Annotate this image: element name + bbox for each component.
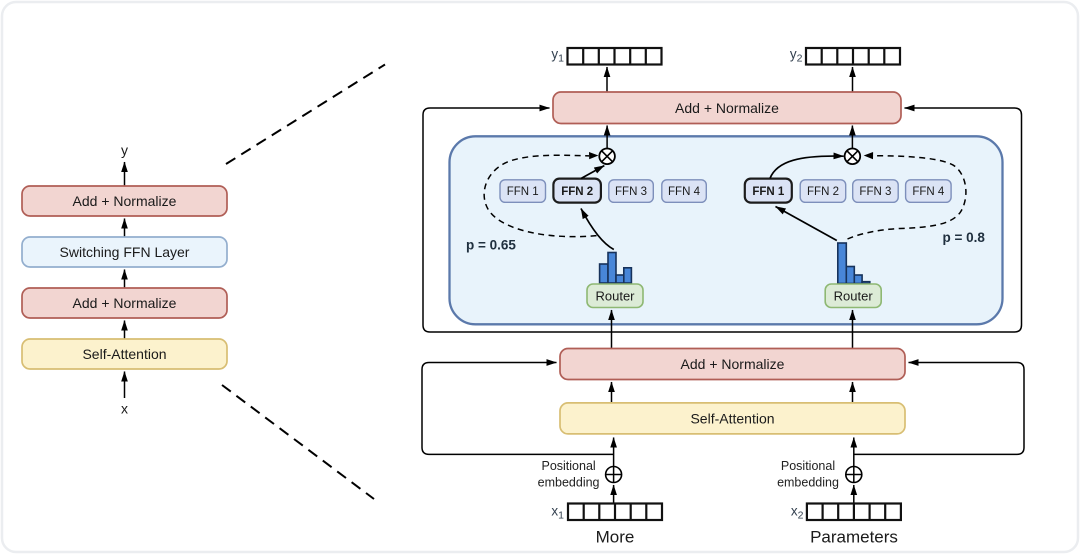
svg-text:embedding: embedding (777, 476, 839, 490)
svg-text:Switching FFN Layer: Switching FFN Layer (60, 244, 190, 260)
svg-text:FFN 1: FFN 1 (752, 186, 785, 198)
svg-text:FFN 4: FFN 4 (668, 186, 701, 198)
svg-text:Positional: Positional (781, 459, 835, 473)
svg-text:Add + Normalize: Add + Normalize (681, 356, 785, 372)
svg-text:Router: Router (595, 289, 635, 304)
svg-text:Positional: Positional (541, 459, 595, 473)
svg-text:FFN 3: FFN 3 (859, 186, 891, 198)
svg-text:y: y (121, 142, 128, 158)
svg-text:p = 0.8: p = 0.8 (943, 230, 986, 245)
svg-text:embedding: embedding (538, 476, 600, 490)
svg-text:FFN 4: FFN 4 (912, 186, 945, 198)
svg-text:Self-Attention: Self-Attention (82, 346, 166, 362)
svg-text:x: x (121, 401, 128, 417)
svg-text:Self-Attention: Self-Attention (690, 410, 774, 426)
svg-text:FFN 3: FFN 3 (615, 186, 647, 198)
svg-text:FFN 1: FFN 1 (507, 186, 539, 198)
svg-text:Add + Normalize: Add + Normalize (675, 100, 779, 116)
svg-text:FFN 2: FFN 2 (807, 186, 839, 198)
svg-text:Parameters: Parameters (810, 528, 898, 547)
svg-text:Add + Normalize: Add + Normalize (73, 193, 177, 209)
svg-text:FFN 2: FFN 2 (561, 186, 593, 198)
svg-text:Router: Router (834, 289, 874, 304)
svg-text:Add + Normalize: Add + Normalize (73, 295, 177, 311)
svg-text:p = 0.65: p = 0.65 (466, 238, 516, 253)
svg-text:More: More (596, 528, 635, 547)
